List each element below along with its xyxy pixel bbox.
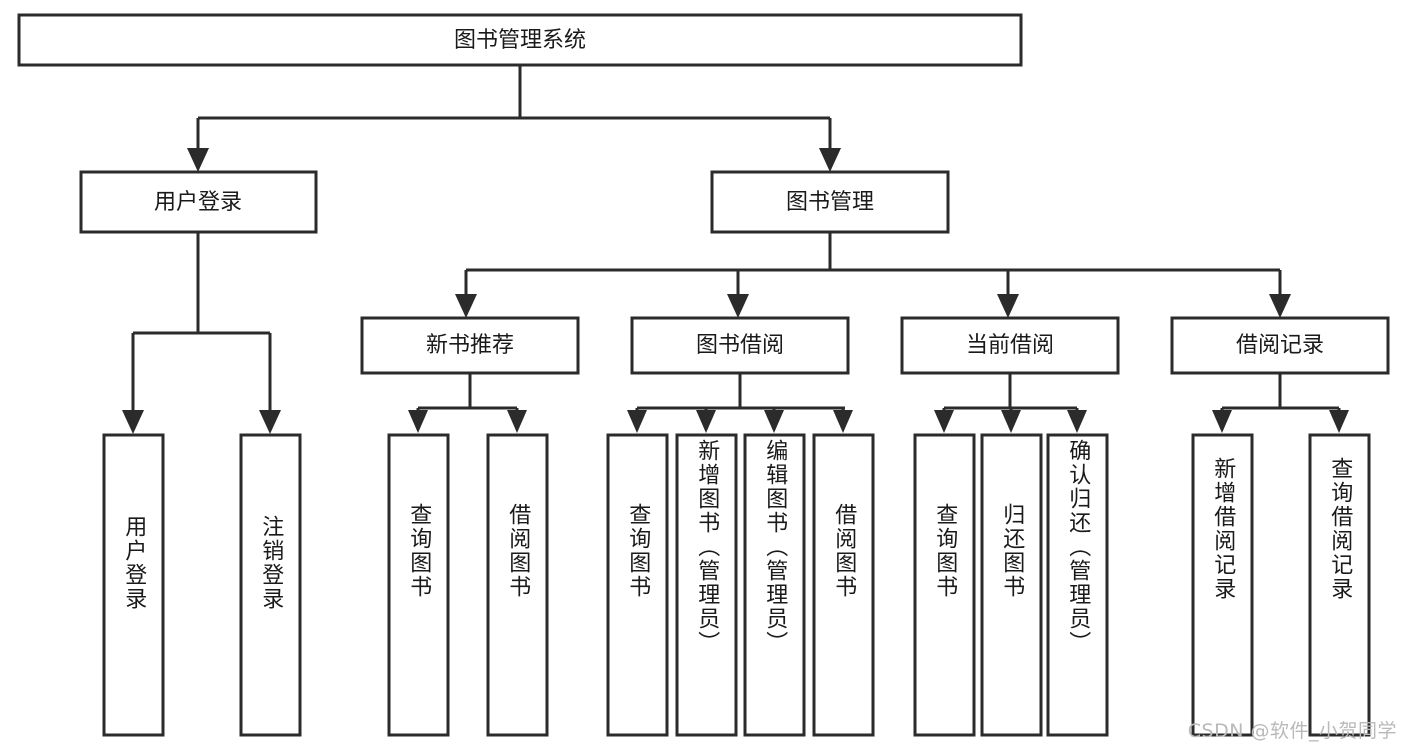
- arrowhead-bb-leaf1: [627, 410, 647, 433]
- arrowhead-br-leaf2: [1329, 410, 1349, 433]
- arrowhead-leaf-user-login: [122, 410, 144, 434]
- node-box-leaf-br-add[interactable]: [1191, 433, 1254, 737]
- nodes-layer: 图书管理系统 用户登录 图书管理 新书推荐 图书借阅 当前借阅 借阅记录: [17, 13, 1390, 737]
- arrowhead-bb-leaf3: [764, 410, 784, 433]
- node-box-root[interactable]: [17, 13, 1023, 67]
- arrowhead-bb-leaf4: [833, 410, 853, 433]
- node-box-leaf-bb-add[interactable]: [675, 433, 738, 737]
- node-box-book-manage[interactable]: [710, 170, 950, 234]
- arrowhead-leaf-logout: [259, 410, 281, 434]
- arrowhead-nb-leaf1: [408, 410, 428, 433]
- node-box-borrow-record[interactable]: [1170, 316, 1390, 375]
- arrowhead-nb-leaf2: [507, 410, 527, 433]
- node-box-book-borrow[interactable]: [630, 316, 850, 375]
- node-box-user-login[interactable]: [79, 170, 318, 234]
- node-label-root: 图书管理系统: [454, 28, 586, 53]
- arrowhead-book-borrow: [727, 294, 749, 318]
- arrowhead-cb-leaf2: [1001, 410, 1021, 433]
- node-box-leaf-logout[interactable]: [239, 433, 302, 737]
- node-box-leaf-br-query[interactable]: [1308, 433, 1371, 737]
- arrowheads-layer: [122, 148, 1349, 434]
- node-box-leaf-bb-edit[interactable]: [743, 433, 806, 737]
- node-label-new-book-recommend: 新书推荐: [426, 333, 514, 358]
- node-label-book-manage: 图书管理: [786, 190, 874, 215]
- arrowhead-current-borrow: [997, 294, 1019, 318]
- node-box-leaf-nb-borrow[interactable]: [486, 433, 549, 737]
- node-box-leaf-cb-confirm[interactable]: [1046, 433, 1109, 737]
- node-box-leaf-user-login[interactable]: [102, 433, 165, 737]
- node-label-current-borrow: 当前借阅: [966, 333, 1054, 358]
- node-box-leaf-cb-return[interactable]: [980, 433, 1043, 737]
- node-box-leaf-nb-query[interactable]: [387, 433, 450, 737]
- arrowhead-book-manage: [819, 148, 841, 172]
- node-box-current-borrow[interactable]: [900, 316, 1120, 375]
- node-box-leaf-bb-query[interactable]: [606, 433, 669, 737]
- node-label-book-borrow: 图书借阅: [696, 333, 784, 358]
- node-box-leaf-bb-borrow[interactable]: [812, 433, 875, 737]
- arrowhead-cb-leaf3: [1067, 410, 1087, 433]
- node-label-borrow-record: 借阅记录: [1236, 333, 1324, 358]
- arrowhead-cb-leaf1: [934, 410, 954, 433]
- csdn-watermark: CSDN @软件_小贺同学: [1187, 720, 1397, 742]
- node-label-user-login: 用户登录: [154, 190, 242, 215]
- arrowhead-new-book: [455, 294, 477, 318]
- arrowhead-bb-leaf2: [696, 410, 716, 433]
- arrowhead-user-login: [187, 148, 209, 172]
- arrowhead-br-leaf1: [1212, 410, 1232, 433]
- node-box-new-book-recommend[interactable]: [360, 316, 580, 375]
- node-box-leaf-cb-query[interactable]: [913, 433, 976, 737]
- arrowhead-borrow-record: [1269, 294, 1291, 318]
